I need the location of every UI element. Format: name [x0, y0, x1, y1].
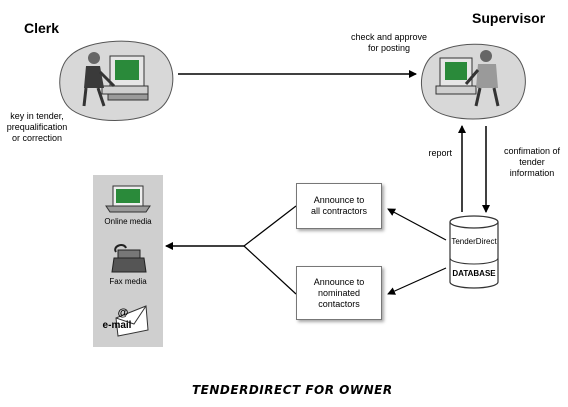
database-label: DATABASE	[452, 269, 496, 278]
confirmation-line-1: confimation of	[503, 146, 561, 156]
announce-all-line-1: Announce to	[313, 195, 365, 205]
fax-media-label: Fax media	[109, 277, 147, 286]
supervisor-note-line-1: check and approve	[350, 32, 428, 42]
supervisor-note: check and approve for posting	[334, 32, 444, 54]
email-envelope-icon	[115, 305, 149, 337]
db-to-all-arrow	[387, 208, 447, 241]
announce-nominated-box: Announce to nominated contactors	[296, 266, 382, 320]
clerk-title: Clerk	[24, 20, 60, 36]
database-cylinder-icon	[449, 215, 499, 289]
diagram-caption: TENDERDIRECT FOR OWNER	[192, 383, 393, 397]
clerk-note-line-2: prequalification	[6, 122, 68, 132]
supervisor-workstation	[420, 43, 526, 120]
database-name: TenderDirect	[451, 237, 497, 246]
supervisor-note-line-2: for posting	[367, 43, 411, 53]
email-at-symbol: @	[117, 307, 129, 319]
confirmation-line-3: information	[509, 168, 555, 178]
announce-all-line-2: all contractors	[310, 206, 368, 216]
supervisor-blob	[420, 43, 526, 120]
clerk-note: key in tender, prequalification or corre…	[2, 111, 72, 144]
clerk-note-line-3: or correction	[11, 133, 63, 143]
fax-machine-icon	[111, 244, 147, 273]
report-label: report	[428, 148, 452, 158]
fork-line-bottom	[243, 245, 297, 295]
announce-nominated-line-1: Announce to	[313, 276, 365, 287]
clerk-note-line-1: key in tender,	[10, 111, 64, 121]
confirmation-label: confimation of tender information	[496, 146, 568, 179]
laptop-icon	[105, 185, 151, 213]
announce-nominated-line-2: nominated	[317, 287, 360, 298]
clerk-workstation	[59, 40, 174, 121]
supervisor-title: Supervisor	[472, 10, 546, 26]
online-media-label: Online media	[104, 217, 152, 226]
db-to-nominated-arrow	[387, 267, 447, 295]
confirmation-line-2: tender	[519, 157, 545, 167]
fork-line-top	[243, 205, 297, 247]
announce-all-box: Announce to all contractors	[296, 183, 382, 229]
announce-nominated-line-3: contactors	[318, 298, 360, 309]
person-at-computer-icon	[435, 50, 500, 107]
email-label: e-mail	[102, 320, 132, 331]
person-at-computer-icon	[82, 52, 149, 107]
